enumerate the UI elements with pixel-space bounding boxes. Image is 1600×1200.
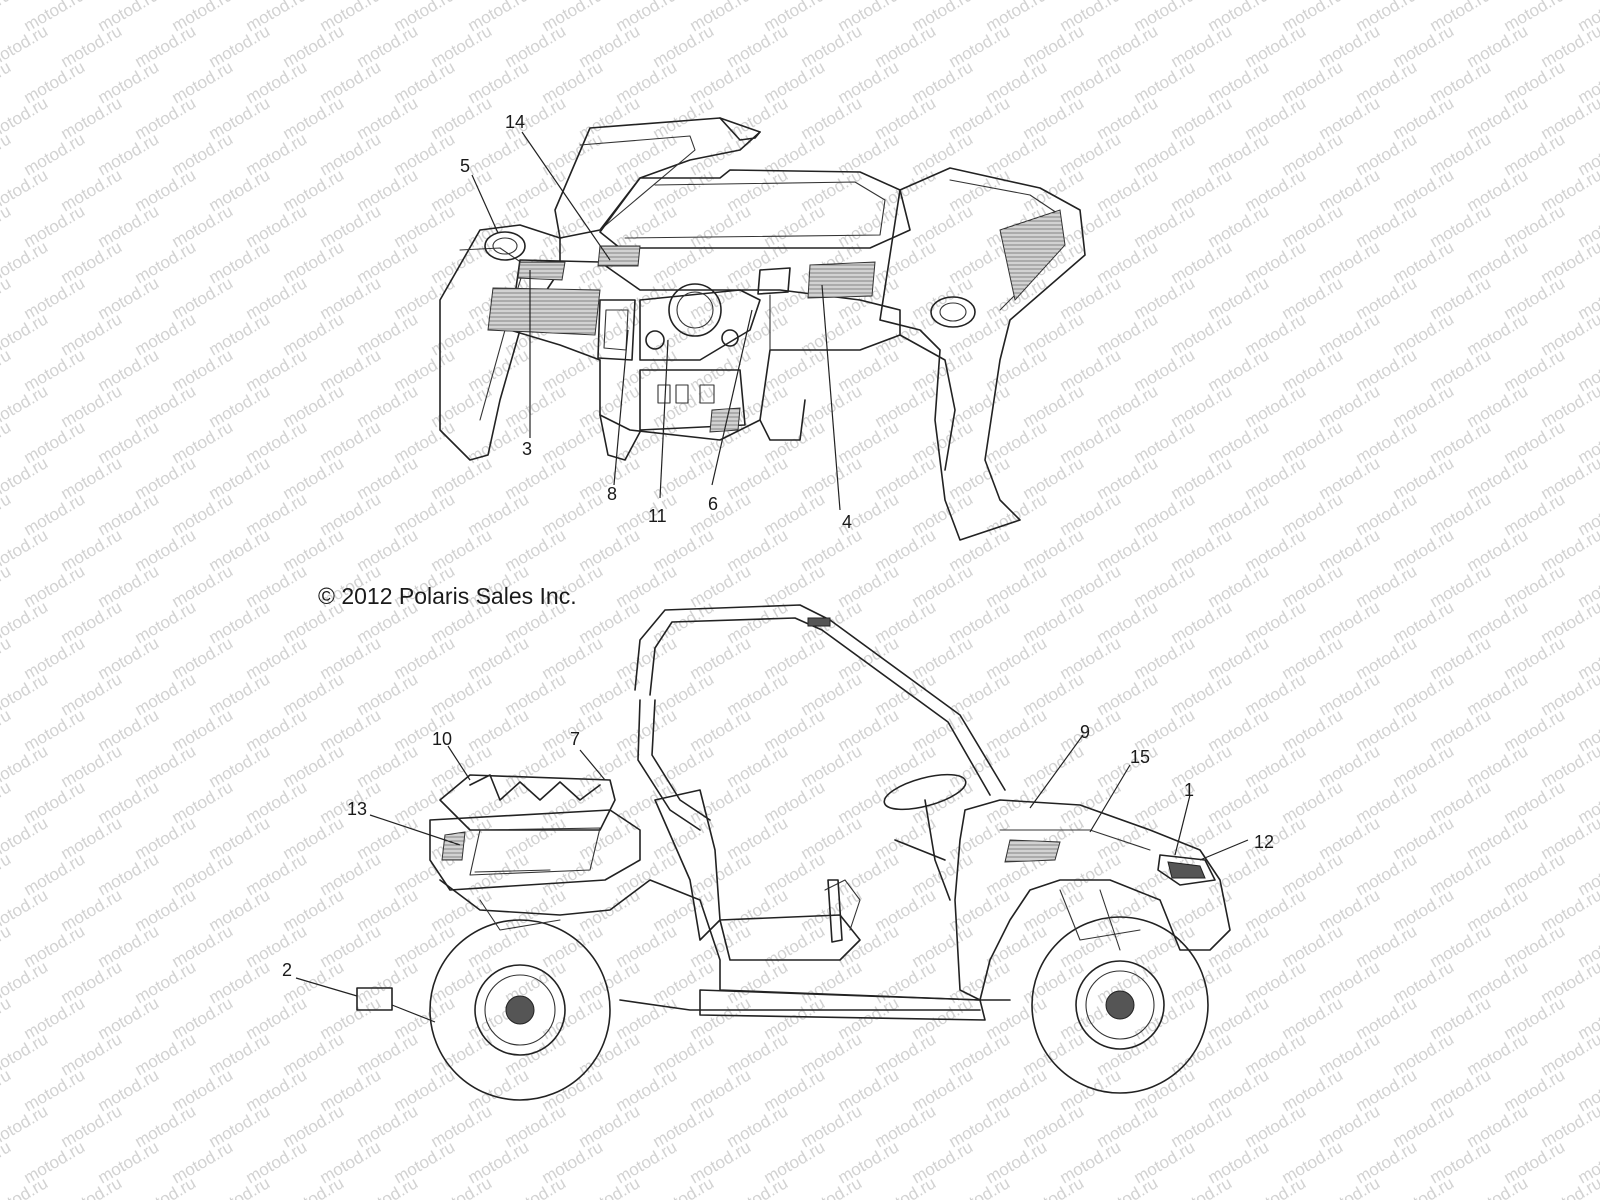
part-label-9: 9 xyxy=(1080,722,1090,742)
part-label-10: 10 xyxy=(432,729,452,749)
part-label-8: 8 xyxy=(607,484,617,504)
part-label-1: 1 xyxy=(1184,780,1194,800)
part-label-15: 15 xyxy=(1130,747,1150,767)
part-label-14: 14 xyxy=(505,112,525,132)
copyright-notice: © 2012 Polaris Sales Inc. xyxy=(318,583,577,609)
part-label-7: 7 xyxy=(570,729,580,749)
part-label-4: 4 xyxy=(842,512,852,532)
part-label-11: 11 xyxy=(648,506,667,526)
part-label-12: 12 xyxy=(1254,832,1274,852)
vehicle-side-view xyxy=(356,604,1231,1101)
part-label-13: 13 xyxy=(347,799,367,819)
part-label-3: 3 xyxy=(522,439,532,459)
part-label-5: 5 xyxy=(460,156,470,176)
part-labels: 14 5 3 8 11 6 4 10 7 13 9 15 1 12 2 xyxy=(282,112,1274,980)
dashboard-view xyxy=(439,117,1086,541)
part-label-2: 2 xyxy=(282,960,292,980)
part-label-6: 6 xyxy=(708,494,718,514)
leader-lines xyxy=(295,131,1249,1023)
